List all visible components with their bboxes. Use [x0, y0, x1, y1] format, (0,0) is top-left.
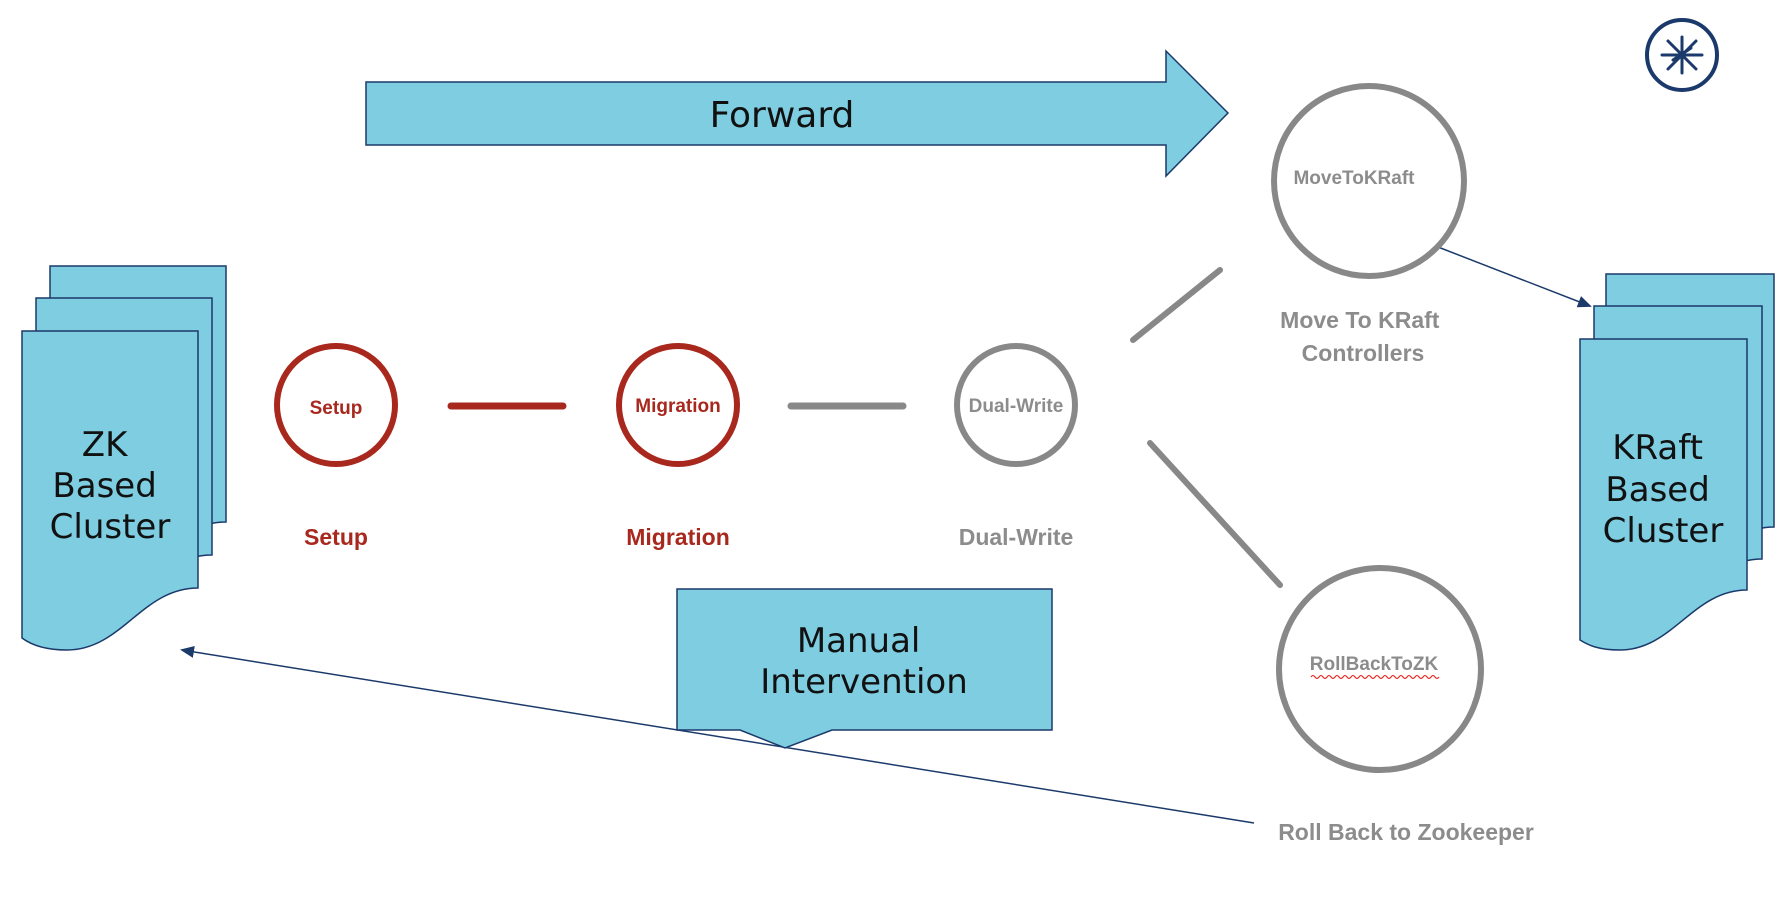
zk-cluster-label-line: ZK — [82, 425, 129, 465]
manual-intervention-label: Manual Intervention — [760, 621, 968, 702]
state-rollback-to-zk: RollBackToZK — [1276, 565, 1484, 773]
kraft-cluster-label: KRaft Based Cluster — [1603, 428, 1724, 551]
state-rollback-to-zk-node-label: RollBackToZK — [1310, 654, 1439, 675]
state-move-to-kraft-caption: Move To KRaft Controllers — [1280, 307, 1446, 366]
kraft-cluster-label-line: Based — [1605, 470, 1709, 510]
state-dual-write-node-label: Dual-Write — [969, 396, 1064, 417]
kraft-cluster-label-line: KRaft — [1612, 428, 1703, 468]
state-move-to-kraft-caption-line: Move To KRaft — [1280, 307, 1440, 333]
manual-intervention-line: Manual — [797, 621, 921, 661]
zk-cluster-label: ZK Based Cluster — [50, 425, 171, 547]
manual-intervention-line: Intervention — [760, 662, 968, 702]
manual-intervention-callout: Manual Intervention — [676, 588, 1053, 749]
state-setup: Setup — [274, 343, 398, 467]
state-move-to-kraft: MoveToKRaft — [1271, 83, 1467, 279]
spellcheck-squiggle — [1310, 674, 1440, 680]
kraft-cluster-stack: KRaft Based Cluster — [1579, 273, 1775, 651]
state-setup-caption: Setup — [304, 524, 368, 550]
connector-dualwrite-rollback — [1147, 440, 1283, 588]
state-move-to-kraft-caption-line: Controllers — [1302, 340, 1425, 366]
state-migration-node-label: Migration — [635, 396, 721, 417]
forward-arrow-label: Forward — [710, 95, 855, 136]
zk-cluster-stack: ZK Based Cluster — [21, 265, 227, 651]
state-move-to-kraft-node-label: MoveToKRaft — [1293, 168, 1415, 189]
connector-dualwrite-movetokraft — [1130, 267, 1223, 343]
arrow-movetokraft-to-kraft-cluster — [1437, 246, 1592, 308]
state-migration-caption: Migration — [626, 524, 730, 550]
confluent-logo-icon — [1645, 18, 1719, 92]
state-dual-write: Dual-Write — [954, 343, 1078, 467]
state-setup-node-label: Setup — [310, 398, 363, 419]
state-migration: Migration — [616, 343, 740, 467]
kraft-cluster-label-line: Cluster — [1603, 511, 1724, 551]
zk-cluster-label-line: Cluster — [50, 507, 171, 547]
state-dual-write-caption: Dual-Write — [959, 524, 1074, 550]
forward-arrow: Forward — [365, 49, 1230, 178]
arrow-rollback-to-zk-cluster — [180, 645, 1255, 824]
state-rollback-to-zk-caption: Roll Back to Zookeeper — [1278, 819, 1534, 845]
zk-cluster-label-line: Based — [52, 466, 156, 506]
